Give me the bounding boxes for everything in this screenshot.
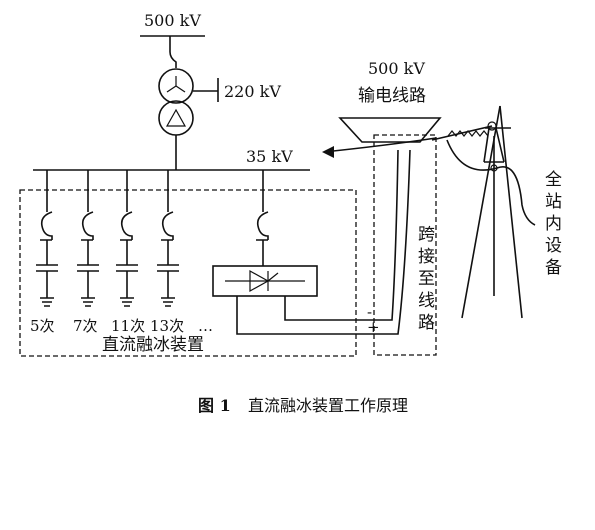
jumper-box [373, 134, 437, 356]
label-harmonics: 5次 7次 11次 13次 … [30, 317, 213, 335]
hv-feeder [169, 36, 177, 68]
label-station-equipment: 全 站 内 设 备 [545, 170, 562, 278]
dc-positive-lead [236, 149, 411, 335]
label-220kv: 220 kV [224, 82, 281, 101]
transformer: 220 kV [158, 68, 281, 136]
deicing-device-box [19, 189, 357, 357]
filter-branch-7 [77, 170, 99, 307]
label-jumper: 跨 接 至 线 路 [418, 225, 435, 333]
bus-35kv: 35 kV [33, 147, 310, 171]
station-equipment-lead [446, 139, 536, 226]
svg-text:站: 站 [545, 192, 562, 212]
svg-text:11次: 11次 [111, 317, 145, 335]
svg-text:13次: 13次 [150, 317, 184, 335]
plus-sign: + [367, 318, 380, 336]
label-35kv: 35 kV [246, 147, 293, 166]
label-deicing-device: 直流融冰装置 [102, 335, 204, 355]
label-500kv: 500 kV [144, 11, 201, 30]
transmission-line: 500 kV 输电线路 [322, 59, 442, 158]
svg-text:备: 备 [545, 258, 562, 278]
svg-text:路: 路 [418, 313, 435, 333]
svg-text:7次: 7次 [73, 317, 98, 335]
label-line-name: 输电线路 [358, 86, 426, 106]
minus-sign: - [367, 303, 372, 321]
rectifier [212, 265, 318, 297]
figure-caption: 图 1 直流融冰装置工作原理 [198, 396, 408, 415]
svg-text:全: 全 [545, 170, 562, 190]
filter-branch-5 [36, 170, 58, 307]
filter-branch-13 [157, 170, 179, 307]
dc-negative-lead [284, 149, 399, 321]
transmission-tower [461, 105, 523, 319]
svg-text:设: 设 [545, 236, 562, 256]
filter-branch-11 [116, 170, 138, 307]
svg-text:…: … [198, 317, 213, 335]
svg-text:接: 接 [418, 247, 435, 267]
insulator [431, 121, 497, 141]
deicing-branch [256, 170, 269, 266]
label-line-voltage: 500 kV [368, 59, 425, 78]
caption-number: 图 1 [198, 396, 231, 415]
svg-text:跨: 跨 [418, 225, 435, 245]
caption-title: 直流融冰装置工作原理 [248, 396, 408, 415]
svg-text:线: 线 [418, 291, 435, 311]
svg-text:至: 至 [418, 269, 435, 289]
svg-text:内: 内 [545, 214, 562, 234]
svg-text:5次: 5次 [30, 317, 55, 335]
bus-500kv: 500 kV [140, 11, 205, 37]
